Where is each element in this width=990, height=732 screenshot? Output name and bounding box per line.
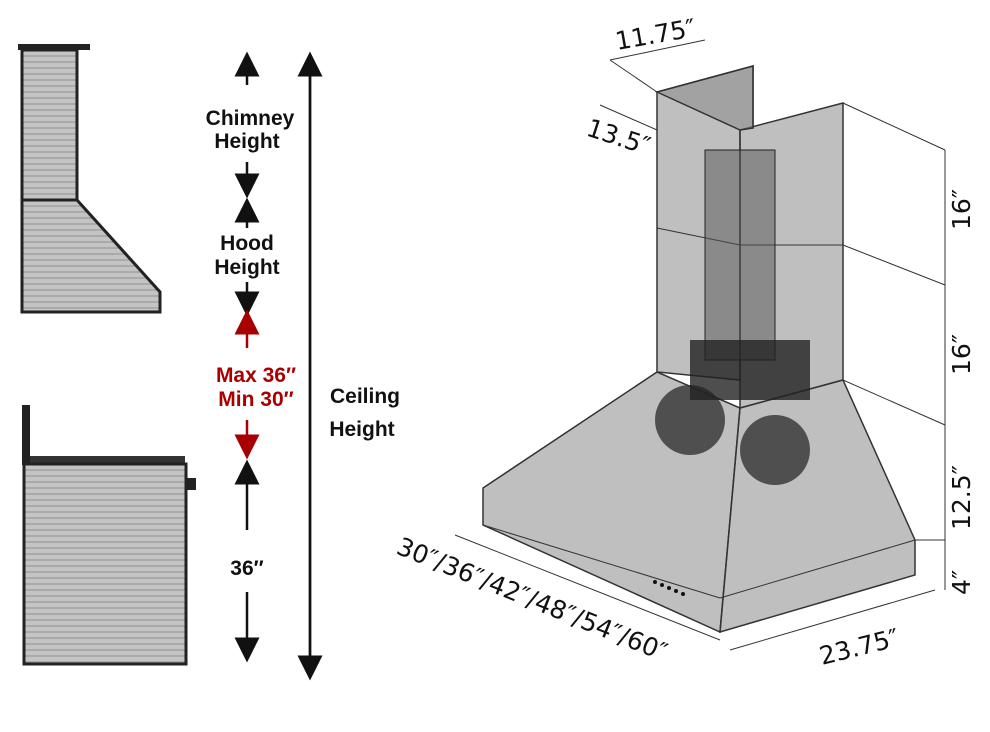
- side-view-range: [22, 405, 196, 666]
- hood-height-dimension: 12.5″: [947, 465, 976, 530]
- side-view-hood: [18, 44, 162, 314]
- hood-label: Hood: [220, 232, 274, 255]
- dimension-arrows: [234, 51, 323, 681]
- upper-chimney-dimension: 16″: [947, 189, 976, 230]
- min-clearance-label: Min 30″: [218, 388, 293, 411]
- hood-3d-view: [454, 39, 946, 651]
- ceiling-label: Ceiling: [330, 385, 400, 408]
- chimney-height-label: Height: [214, 130, 279, 153]
- lower-chimney-dimension: 16″: [947, 334, 976, 375]
- ceiling-height-label: Height: [329, 418, 394, 441]
- hood-height-label: Height: [214, 256, 279, 279]
- depth-dimension: 23.75″: [816, 623, 902, 671]
- base-height-dimension: 4″: [947, 570, 976, 595]
- range-height-label: 36″: [230, 557, 263, 580]
- chimney-label: Chimney: [206, 107, 295, 130]
- max-clearance-label: Max 36″: [216, 364, 296, 387]
- chimney-depth-dimension: 13.5″: [583, 113, 654, 161]
- chimney-width-dimension: 11.75″: [613, 13, 698, 56]
